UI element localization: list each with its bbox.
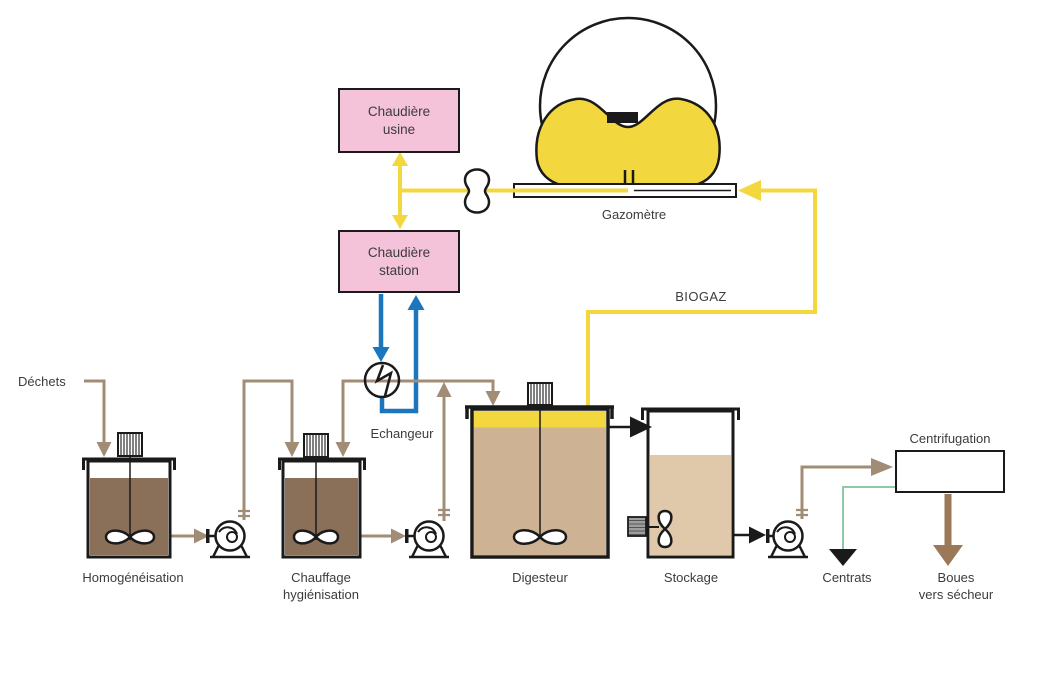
- tank-homogeneisation: [82, 432, 176, 559]
- transfer-lines: [608, 416, 766, 544]
- pump-1: [206, 520, 250, 559]
- valve-pump3: [796, 508, 808, 517]
- gazometre-dome: [513, 16, 737, 198]
- centrifugation-box: [895, 450, 1005, 493]
- impeller: [104, 529, 156, 545]
- impeller: [292, 529, 340, 545]
- boues-arrow: [933, 494, 963, 566]
- label-dechets: Déchets: [18, 374, 66, 389]
- label-boues: Boues vers sécheur: [918, 570, 994, 602]
- heat-exchanger: [363, 361, 401, 399]
- impeller: [657, 509, 673, 549]
- tank-stockage: [627, 407, 740, 559]
- gas-blower: [463, 168, 491, 214]
- gazometre-pipe: [623, 170, 635, 184]
- label-homogeneisation: Homogénéisation: [82, 570, 184, 585]
- label-gazometre: Gazomètre: [601, 207, 667, 222]
- heating-loop-lines: [372, 294, 425, 414]
- tank-chauffage: [278, 433, 366, 559]
- impeller: [512, 529, 568, 545]
- tank-digesteur: [465, 382, 614, 559]
- chaudiere-station-box: Chaudière station: [338, 230, 460, 293]
- pump-2: [405, 520, 449, 559]
- label-centrats: Centrats: [822, 570, 872, 585]
- heat-exchanger-coil: [374, 364, 393, 397]
- membrane-weight: [607, 112, 638, 123]
- pump-3: [766, 520, 808, 559]
- side-mixer-motor: [627, 516, 647, 537]
- chaudiere-usine-box: Chaudière usine: [338, 88, 460, 153]
- valve-pump1: [238, 509, 250, 518]
- sludge-lines: [84, 379, 893, 544]
- label-centrifugation: Centrifugation: [909, 431, 991, 446]
- label-digesteur: Digesteur: [512, 570, 568, 585]
- label-echangeur: Echangeur: [370, 426, 434, 441]
- biogas-pipe-digesteur-to-gazometre: [586, 180, 817, 409]
- label-biogaz: BIOGAZ: [675, 289, 727, 304]
- label-stockage: Stockage: [663, 570, 719, 585]
- valve-pump2: [438, 508, 450, 517]
- label-chauffage: Chauffage hygiénisation: [283, 570, 359, 602]
- centrats-line: [829, 486, 895, 566]
